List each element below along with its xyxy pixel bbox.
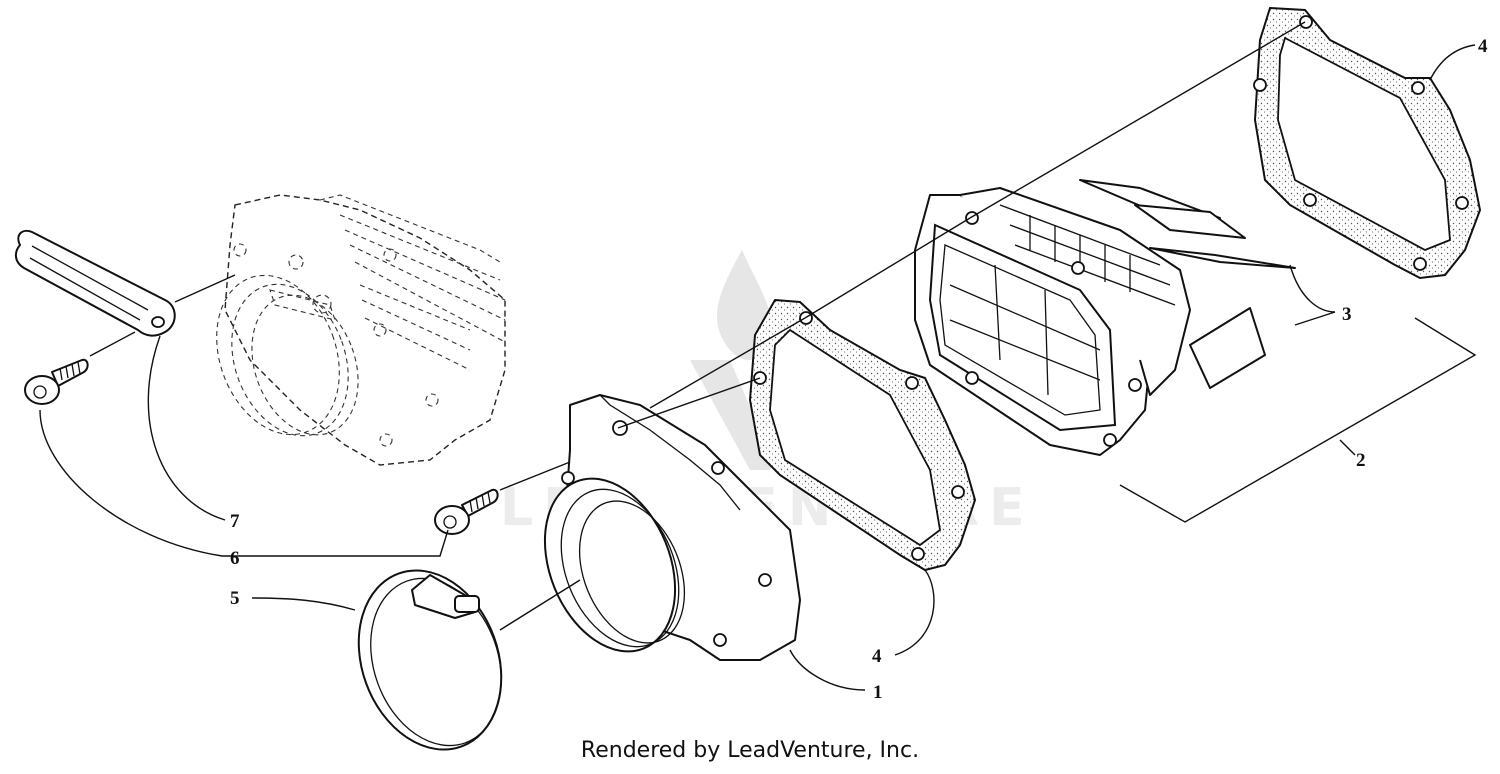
rendered-by-footer: Rendered by LeadVenture, Inc. [580, 738, 920, 763]
cylinder-reference [216, 194, 506, 466]
bolt-upper [24, 358, 89, 405]
intake-flange [543, 394, 801, 661]
callout-leaders [39, 44, 1476, 691]
callout-6: 6 [230, 548, 240, 569]
callout-5: 5 [230, 588, 240, 609]
bolt-lower [434, 488, 499, 535]
callout-4-bottom: 4 [872, 646, 882, 667]
reed-petals [1079, 179, 1296, 389]
bracket-strap [14, 229, 176, 337]
callout-3: 3 [1342, 304, 1352, 325]
hose-clamp [357, 569, 503, 751]
callout-2: 2 [1356, 450, 1366, 471]
reed-valve-assembly [914, 187, 1191, 456]
alignment-lines [89, 21, 1306, 631]
gasket-top [1253, 6, 1482, 280]
gasket-middle [748, 298, 977, 572]
callout-4-top: 4 [1478, 36, 1488, 57]
callout-7: 7 [230, 511, 240, 532]
callout-1: 1 [873, 682, 883, 703]
group-bracket [1119, 317, 1477, 523]
